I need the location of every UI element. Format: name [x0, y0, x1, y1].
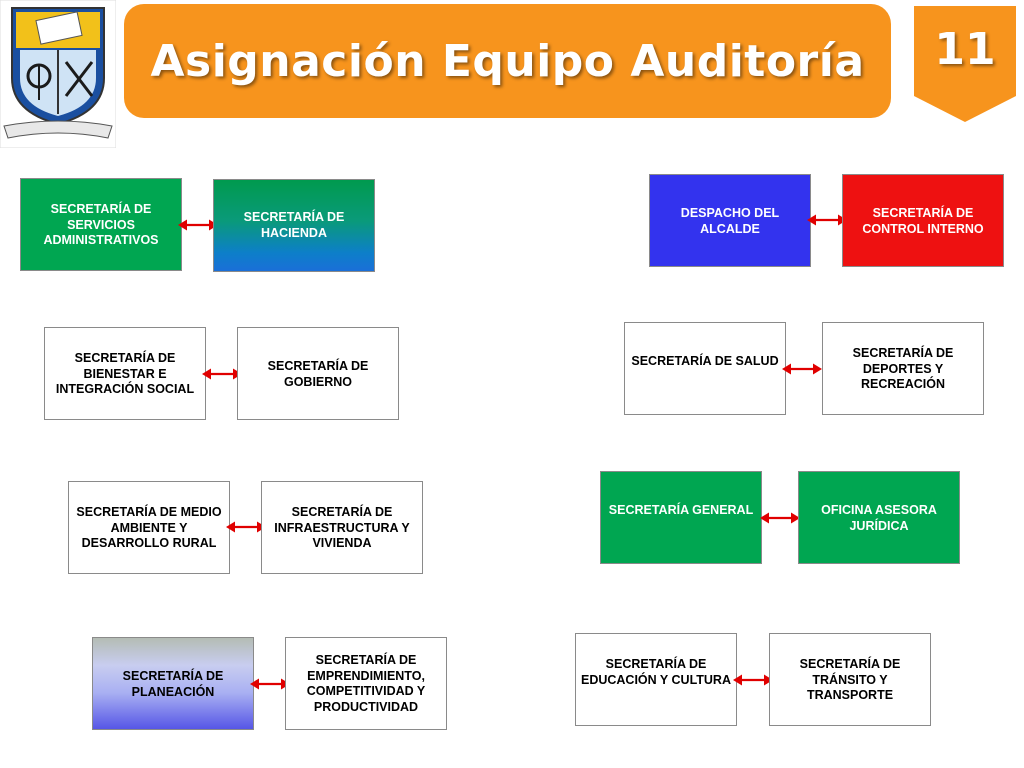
box-gobierno: SECRETARÍA DE GOBIERNO	[237, 327, 399, 420]
box-label: SECRETARÍA DE TRÁNSITO Y TRANSPORTE	[799, 657, 901, 702]
box-oficina-asesora-juridica: OFICINA ASESORA JURÍDICA	[798, 471, 960, 564]
box-secretaria-general: SECRETARÍA GENERAL	[600, 471, 762, 564]
box-salud: SECRETARÍA DE SALUD	[624, 322, 786, 415]
page-number: 11	[934, 24, 996, 75]
box-label: SECRETARÍA GENERAL	[608, 503, 754, 517]
title-banner: Asignación Equipo Auditoría	[124, 4, 891, 118]
box-label: SECRETARÍA DE EDUCACIÓN Y CULTURA	[580, 657, 731, 687]
box-emprendimiento-competitividad: SECRETARÍA DE EMPRENDIMIENTO, COMPETITIV…	[285, 637, 447, 730]
link-arrow	[733, 674, 773, 686]
page-number-badge	[914, 6, 1016, 122]
link-arrow	[250, 678, 290, 690]
link-arrow	[226, 521, 266, 533]
box-label: SECRETARÍA DE SERVICIOS ADMINISTRATIVOS	[43, 202, 159, 247]
box-planeacion: SECRETARÍA DE PLANEACIÓN	[92, 637, 254, 730]
box-despacho-alcalde: DESPACHO DEL ALCALDE	[649, 174, 811, 267]
box-label: OFICINA ASESORA JURÍDICA	[821, 503, 937, 533]
box-label: SECRETARÍA DE BIENESTAR E INTEGRACIÓN SO…	[55, 351, 195, 396]
box-label: SECRETARÍA DE PLANEACIÓN	[122, 669, 224, 699]
box-label: SECRETARÍA DE SALUD	[631, 354, 779, 368]
link-arrow	[202, 368, 242, 380]
box-control-interno: SECRETARÍA DE CONTROL INTERNO	[842, 174, 1004, 267]
box-infraestructura-vivienda: SECRETARÍA DE INFRAESTRUCTURA Y VIVIENDA	[261, 481, 423, 574]
box-label: SECRETARÍA DE CONTROL INTERNO	[862, 206, 984, 236]
box-bienestar-integracion-social: SECRETARÍA DE BIENESTAR E INTEGRACIÓN SO…	[44, 327, 206, 420]
box-transito-transporte: SECRETARÍA DE TRÁNSITO Y TRANSPORTE	[769, 633, 931, 726]
box-hacienda: SECRETARÍA DE HACIENDA	[213, 179, 375, 272]
box-label: SECRETARÍA DE EMPRENDIMIENTO, COMPETITIV…	[306, 653, 426, 714]
link-arrow	[178, 219, 218, 231]
box-label: SECRETARÍA DE INFRAESTRUCTURA Y VIVIENDA	[274, 505, 410, 550]
page-title: Asignación Equipo Auditoría	[150, 35, 865, 87]
link-arrow	[760, 512, 800, 524]
box-medio-ambiente: SECRETARÍA DE MEDIO AMBIENTE Y DESARROLL…	[68, 481, 230, 574]
box-label: SECRETARÍA DE HACIENDA	[243, 210, 345, 240]
link-arrow	[782, 363, 822, 375]
box-servicios-administrativos: SECRETARÍA DE SERVICIOS ADMINISTRATIVOS	[20, 178, 182, 271]
box-deportes-recreacion: SECRETARÍA DE DEPORTES Y RECREACIÓN	[822, 322, 984, 415]
municipality-crest-logo	[0, 0, 116, 148]
box-label: SECRETARÍA DE DEPORTES Y RECREACIÓN	[852, 346, 954, 391]
box-label: SECRETARÍA DE GOBIERNO	[267, 359, 369, 389]
box-educacion-cultura: SECRETARÍA DE EDUCACIÓN Y CULTURA	[575, 633, 737, 726]
box-label: DESPACHO DEL ALCALDE	[680, 206, 780, 236]
link-arrow	[807, 214, 847, 226]
box-label: SECRETARÍA DE MEDIO AMBIENTE Y DESARROLL…	[76, 505, 222, 550]
